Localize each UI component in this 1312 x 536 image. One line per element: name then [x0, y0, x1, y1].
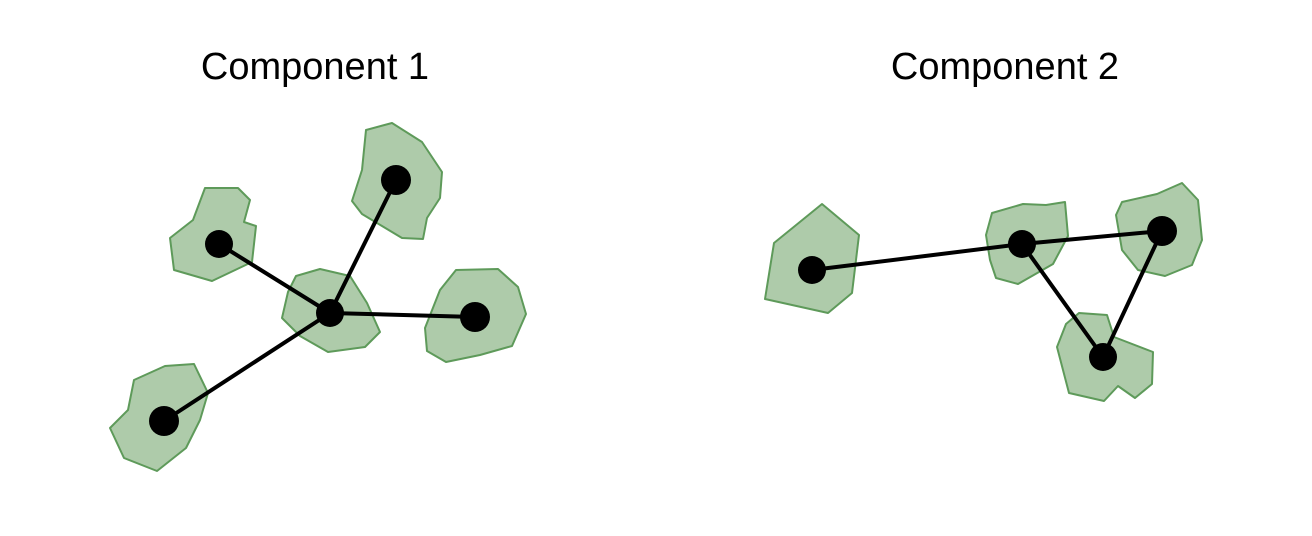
node-c1-n3 — [316, 299, 344, 327]
node-c2-n1 — [798, 256, 826, 284]
edge-c2-n2-c2-n4 — [1020, 242, 1105, 359]
node-c1-n2 — [381, 165, 411, 195]
node-c2-n3 — [1147, 216, 1177, 246]
component-1-title: Component 1 — [200, 46, 430, 88]
edge-c2-n1-c2-n2 — [810, 242, 1024, 272]
nodes — [149, 165, 1177, 436]
node-c1-n4 — [460, 302, 490, 332]
edge-c2-n3-c2-n4 — [1101, 229, 1164, 359]
node-c2-n2 — [1008, 230, 1036, 258]
component-2-title: Component 2 — [890, 46, 1120, 88]
edge-c1-n1-c1-n3 — [217, 242, 332, 315]
edge-c2-n2-c2-n3 — [1020, 229, 1164, 246]
component-2-regions — [764, 182, 1203, 402]
node-c2-n4 — [1089, 343, 1117, 371]
edges — [162, 178, 1164, 423]
edge-c1-n3-c1-n5 — [162, 311, 332, 423]
edge-c1-n3-c1-n4 — [328, 311, 477, 319]
node-c1-n1 — [205, 230, 233, 258]
edge-c1-n2-c1-n3 — [328, 178, 398, 315]
node-c1-n5 — [149, 406, 179, 436]
